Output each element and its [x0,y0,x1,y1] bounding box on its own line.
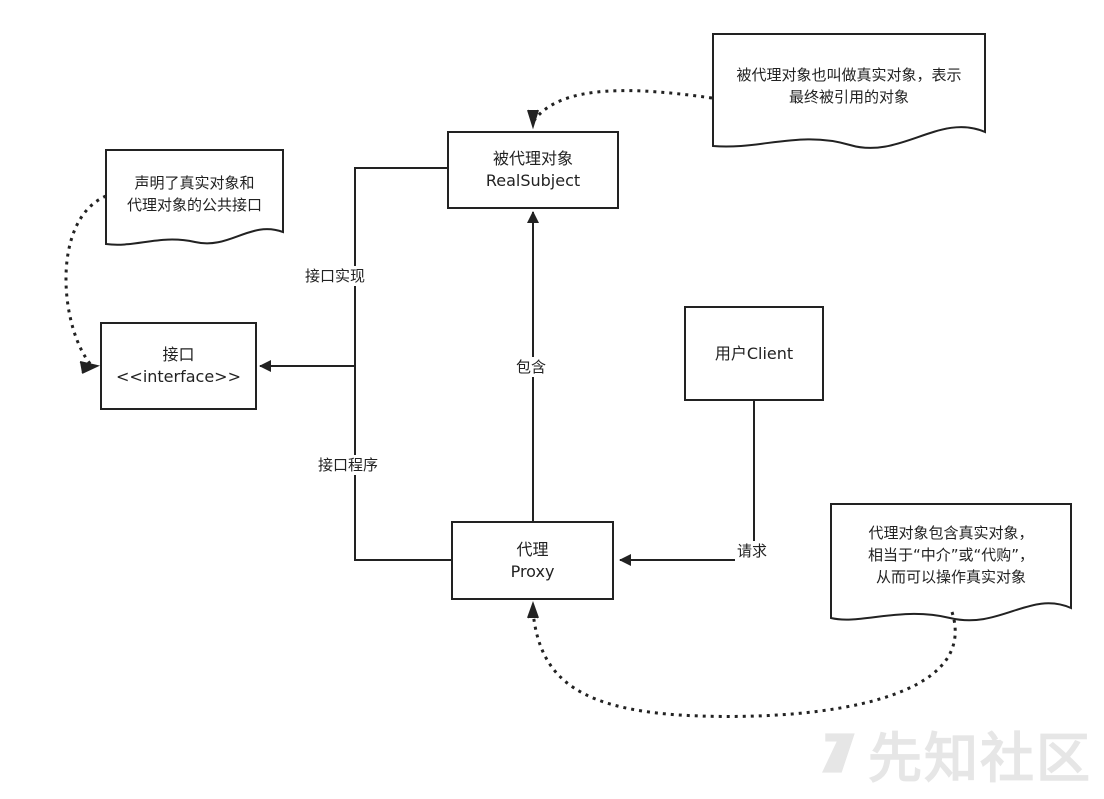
node-interface-title: 接口 [162,345,195,364]
node-proxy-subtitle: Proxy [510,561,555,581]
note-proxy-line2: 相当于“中介”或“代购”， [867,546,1035,564]
edge-implements [354,167,447,366]
note-interface-line1: 声明了真实对象和 [134,174,255,192]
node-real-subject-title: 被代理对象 [492,149,573,168]
node-real-subject: 被代理对象 RealSubject [447,131,619,209]
note-shape-proxy [830,503,1072,622]
node-client-title: 用户Client [714,343,794,363]
node-proxy: 代理 Proxy [451,521,614,600]
note-interface-line2: 代理对象的公共接口 [126,196,262,214]
dotted-connector-real-subject-end [527,109,539,130]
watermark-logo-icon [822,733,855,773]
dotted-connector-real-subject [531,89,713,123]
node-interface: 接口 <<interface>> [100,322,257,410]
edge-program [354,366,451,561]
edge-label-request: 请求 [735,541,770,561]
edge-label-implements: 接口实现 [303,266,368,286]
note-shape-interface [105,149,284,246]
dotted-connector-interface [64,194,107,367]
note-real-subject-line1: 被代理对象也叫做真实对象，表示 [736,66,962,84]
note-proxy-line1: 代理对象包含真实对象， [868,524,1034,542]
edge-label-program: 接口程序 [316,455,381,475]
note-real-subject: 被代理对象也叫做真实对象，表示 最终被引用的对象 [713,64,985,108]
watermark: 先知社区 [822,718,1092,790]
note-shape-real-subject [712,33,986,149]
node-client: 用户Client [684,306,824,401]
note-proxy-line3: 从而可以操作真实对象 [875,568,1026,586]
note-proxy: 代理对象包含真实对象， 相当于“中介”或“代购”， 从而可以操作真实对象 [831,522,1071,588]
node-interface-subtitle: <<interface>> [116,367,241,386]
node-real-subject-subtitle: RealSubject [485,171,581,190]
dotted-connector-interface-end [79,361,101,374]
note-real-subject-line2: 最终被引用的对象 [788,88,909,106]
edge-request [619,401,755,566]
dotted-connector-proxy [531,611,957,718]
watermark-text: 先知社区 [868,726,1092,790]
note-interface: 声明了真实对象和 代理对象的公共接口 [106,172,283,216]
dotted-connector-proxy-end [527,601,539,619]
edge-label-contains: 包含 [514,357,549,377]
node-proxy-title: 代理 [516,539,549,559]
